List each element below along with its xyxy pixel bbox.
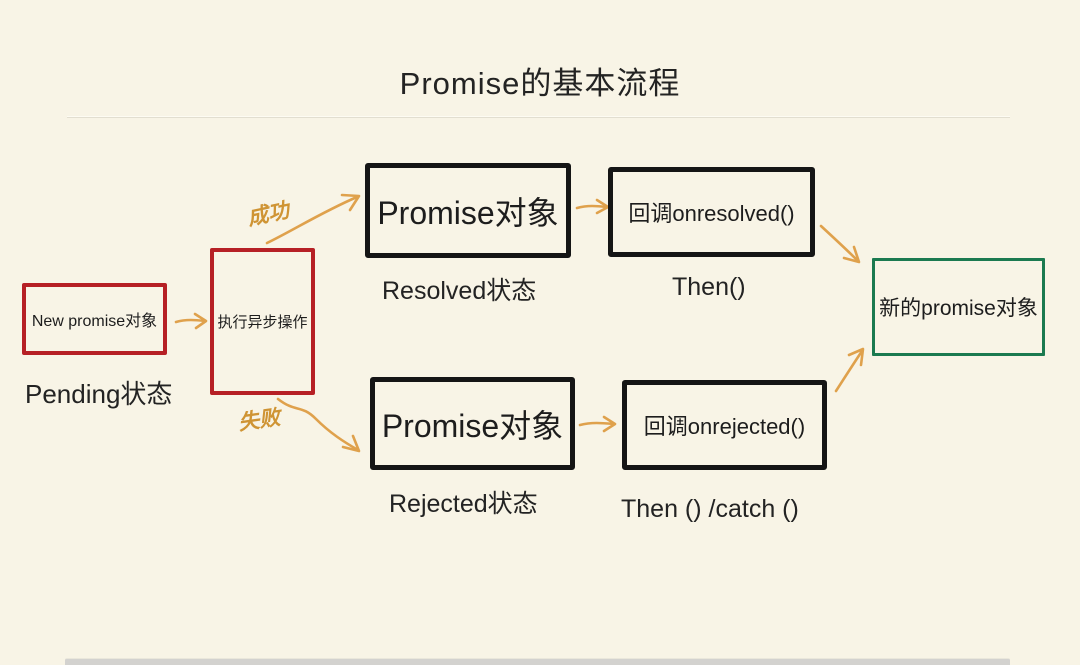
node-onrejected-callback: 回调onrejected() — [622, 380, 827, 470]
arrow-rejected-to-onrejected — [578, 415, 617, 433]
edge-label-fail: 失败 — [236, 406, 282, 435]
node-rejected-promise: Promise对象 — [370, 377, 575, 470]
node-onresolved-callback: 回调onresolved() — [608, 167, 815, 257]
title-divider — [67, 116, 1010, 118]
diagram-title: Promise的基本流程 — [399, 66, 681, 101]
node-resolved-promise: Promise对象 — [365, 163, 571, 258]
arrow-resolved-to-onresolved — [575, 198, 610, 215]
caption-then: Then() — [672, 273, 746, 301]
caption-then-catch: Then () /catch () — [621, 495, 799, 523]
edge-label-success: 成功 — [245, 198, 292, 231]
bottom-edge-bar — [65, 658, 1010, 665]
caption-resolved-state: Resolved状态 — [382, 277, 537, 305]
caption-rejected-state: Rejected状态 — [389, 490, 538, 518]
node-new-promise: New promise对象 — [22, 283, 167, 355]
arrow-onrejected-to-result — [834, 347, 865, 393]
arrow-newpromise-to-async — [174, 312, 208, 330]
caption-pending-state: Pending状态 — [25, 379, 173, 409]
node-new-result-promise: 新的promise对象 — [872, 258, 1045, 356]
arrow-fail-to-rejected — [276, 397, 361, 453]
node-async-operation: 执行异步操作 — [210, 248, 315, 395]
arrow-onresolved-to-result — [819, 224, 861, 264]
